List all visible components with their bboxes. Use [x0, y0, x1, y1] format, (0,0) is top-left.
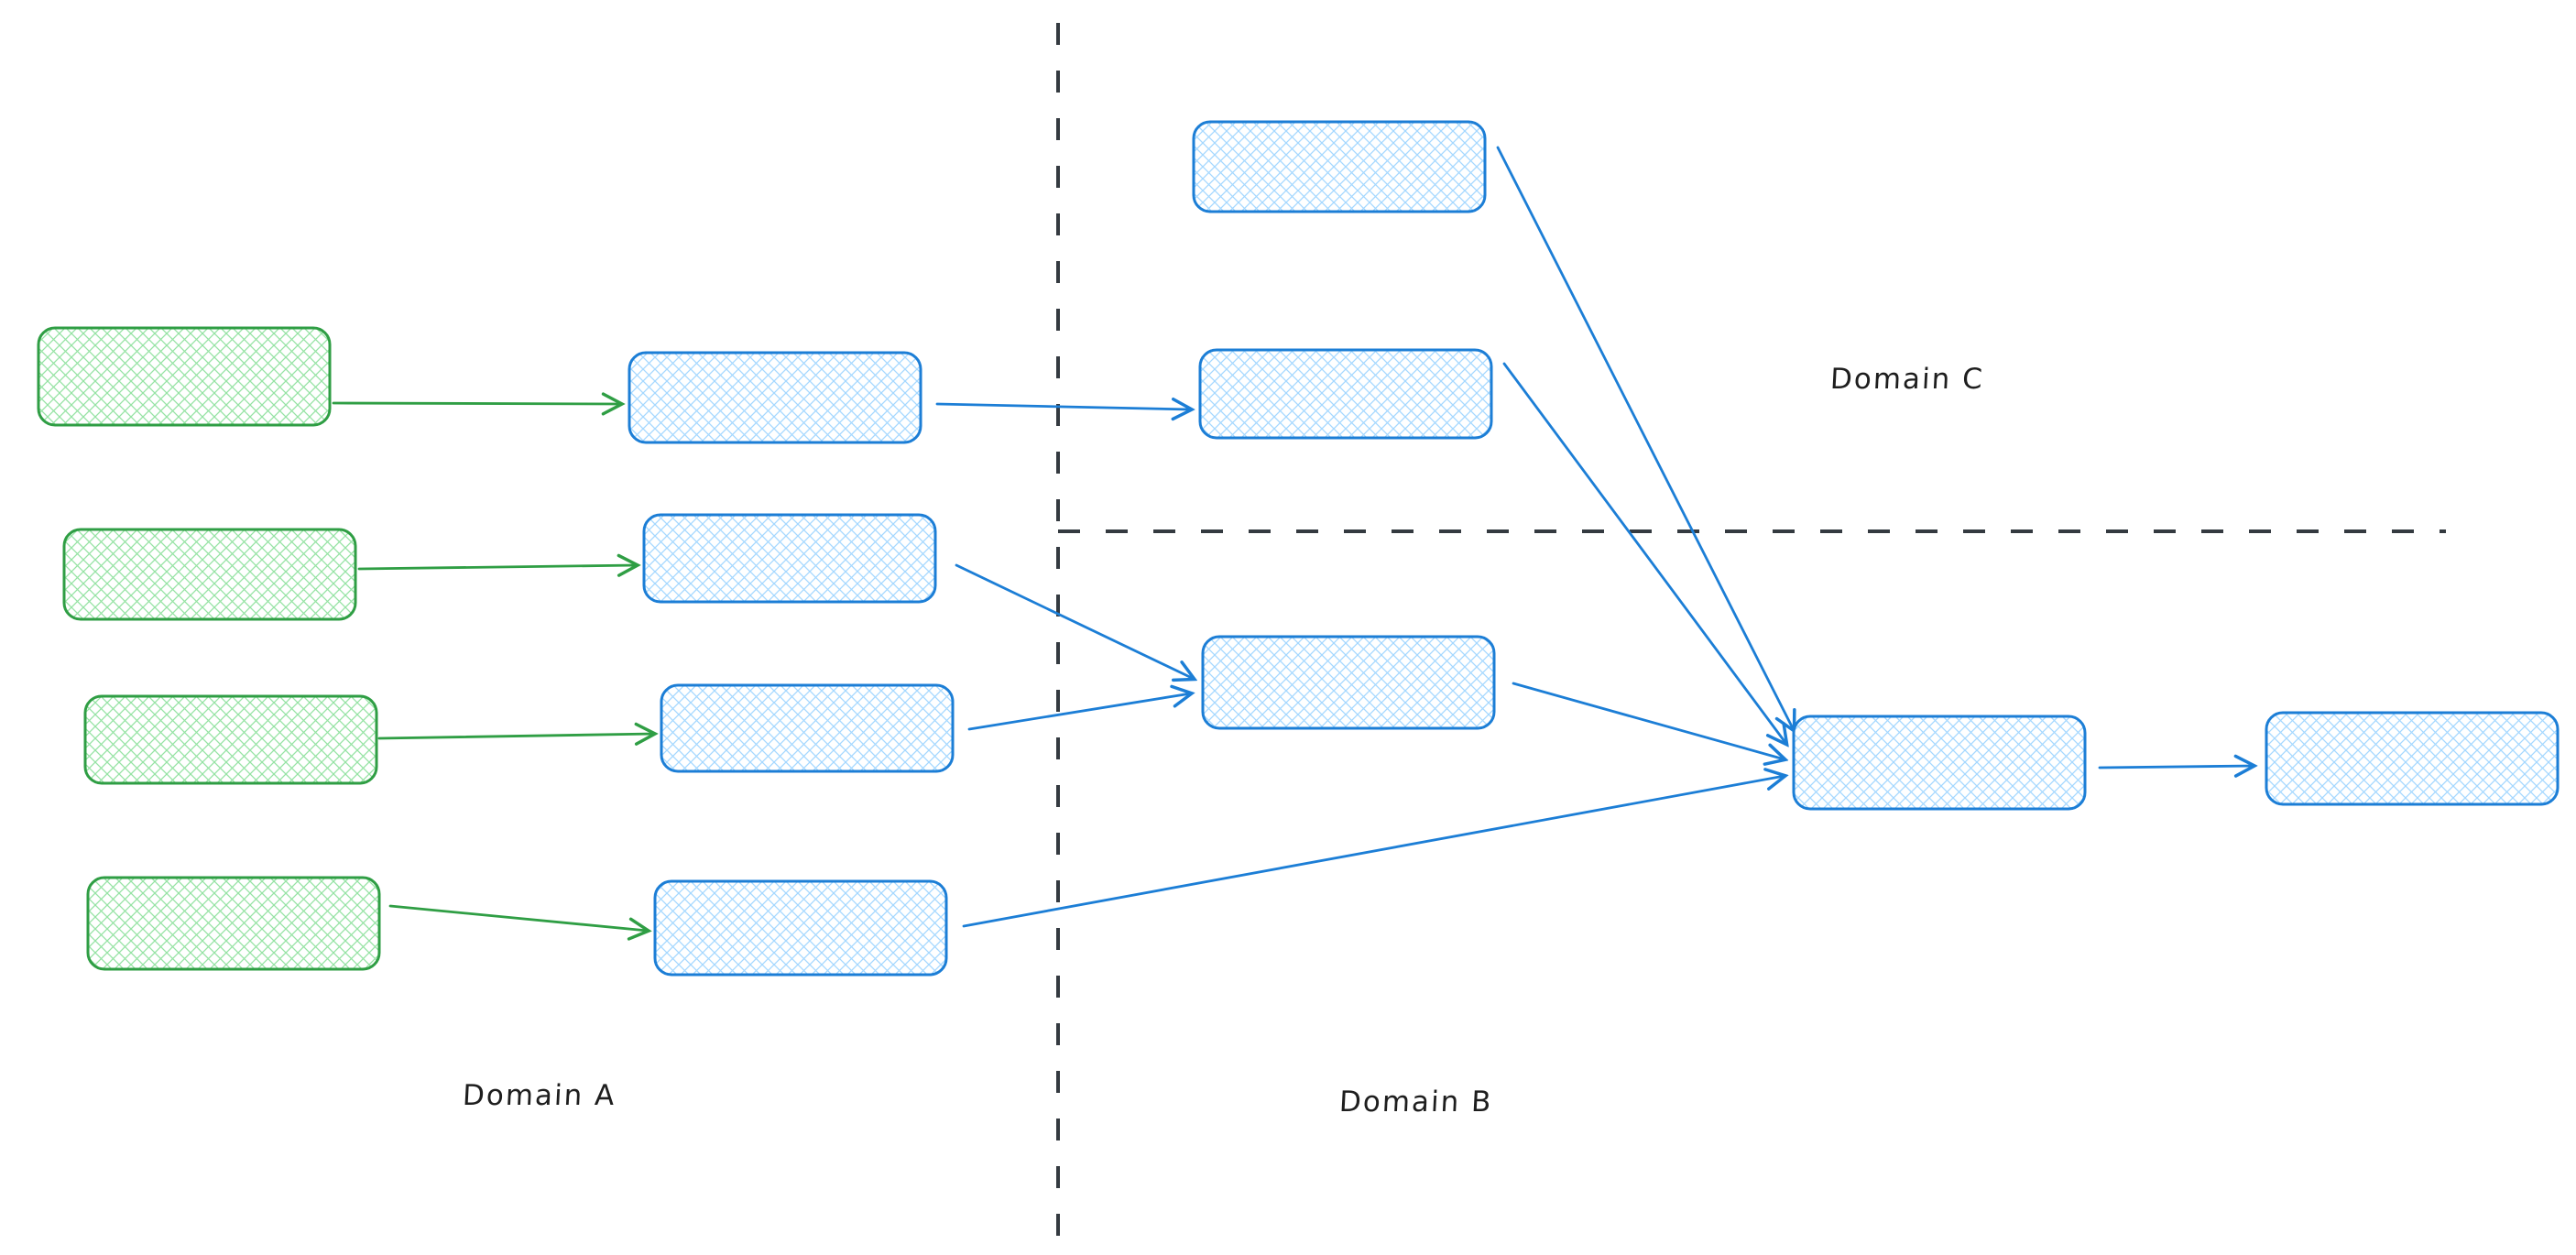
arrow-blue4-to-merge[interactable] — [962, 776, 1785, 928]
arrow-ctop-to-merge[interactable] — [1496, 146, 1794, 730]
arrow-bmid-to-merge[interactable] — [1512, 682, 1785, 759]
arrow-green1-to-blue1[interactable] — [332, 403, 621, 404]
blue-box-1[interactable] — [628, 351, 922, 444]
green-box-2[interactable] — [62, 528, 357, 621]
domain-b-label[interactable]: Domain B — [1338, 1086, 1494, 1119]
arrow-green2-to-blue2[interactable] — [357, 565, 637, 569]
blue-box-4-shape[interactable] — [653, 879, 948, 977]
domain-a-label[interactable]: Domain A — [462, 1079, 617, 1112]
blue-box-3-shape[interactable] — [660, 683, 955, 773]
green-box-3[interactable] — [83, 694, 378, 785]
green-box-1[interactable] — [37, 326, 332, 427]
arrow-cmid-to-merge[interactable] — [1502, 362, 1786, 744]
domain-c-label[interactable]: Domain C — [1829, 363, 1985, 396]
domain-c-mid-box[interactable] — [1198, 348, 1493, 440]
green-box-3-shape[interactable] — [83, 694, 378, 785]
output-box[interactable] — [2265, 711, 2560, 806]
domain-c-top-box[interactable] — [1192, 120, 1487, 213]
arrow-blue2-to-bmid[interactable] — [955, 563, 1194, 679]
arrow-blue1-to-cmid[interactable] — [935, 404, 1191, 409]
arrow-green3-to-blue3[interactable] — [377, 734, 654, 738]
arrow-blue3-to-bmid[interactable] — [967, 693, 1191, 731]
merge-box-shape[interactable] — [1792, 715, 2087, 811]
blue-box-3[interactable] — [660, 683, 955, 773]
green-box-1-shape[interactable] — [37, 326, 332, 427]
merge-box[interactable] — [1792, 715, 2087, 811]
domain-c-mid-box-shape[interactable] — [1198, 348, 1493, 440]
output-box-shape[interactable] — [2265, 711, 2560, 806]
blue-box-2[interactable] — [642, 513, 937, 604]
blue-box-2-shape[interactable] — [642, 513, 937, 604]
domain-c-top-box-shape[interactable] — [1192, 120, 1487, 213]
green-box-4[interactable] — [86, 876, 381, 971]
green-box-4-shape[interactable] — [86, 876, 381, 971]
blue-box-1-shape[interactable] — [628, 351, 922, 444]
domain-b-mid-box[interactable] — [1201, 635, 1496, 730]
domain-b-mid-box-shape[interactable] — [1201, 635, 1496, 730]
arrow-merge-to-output[interactable] — [2098, 766, 2254, 768]
arrow-green4-to-blue4[interactable] — [388, 904, 648, 931]
green-box-2-shape[interactable] — [62, 528, 357, 621]
blue-box-4[interactable] — [653, 879, 948, 977]
